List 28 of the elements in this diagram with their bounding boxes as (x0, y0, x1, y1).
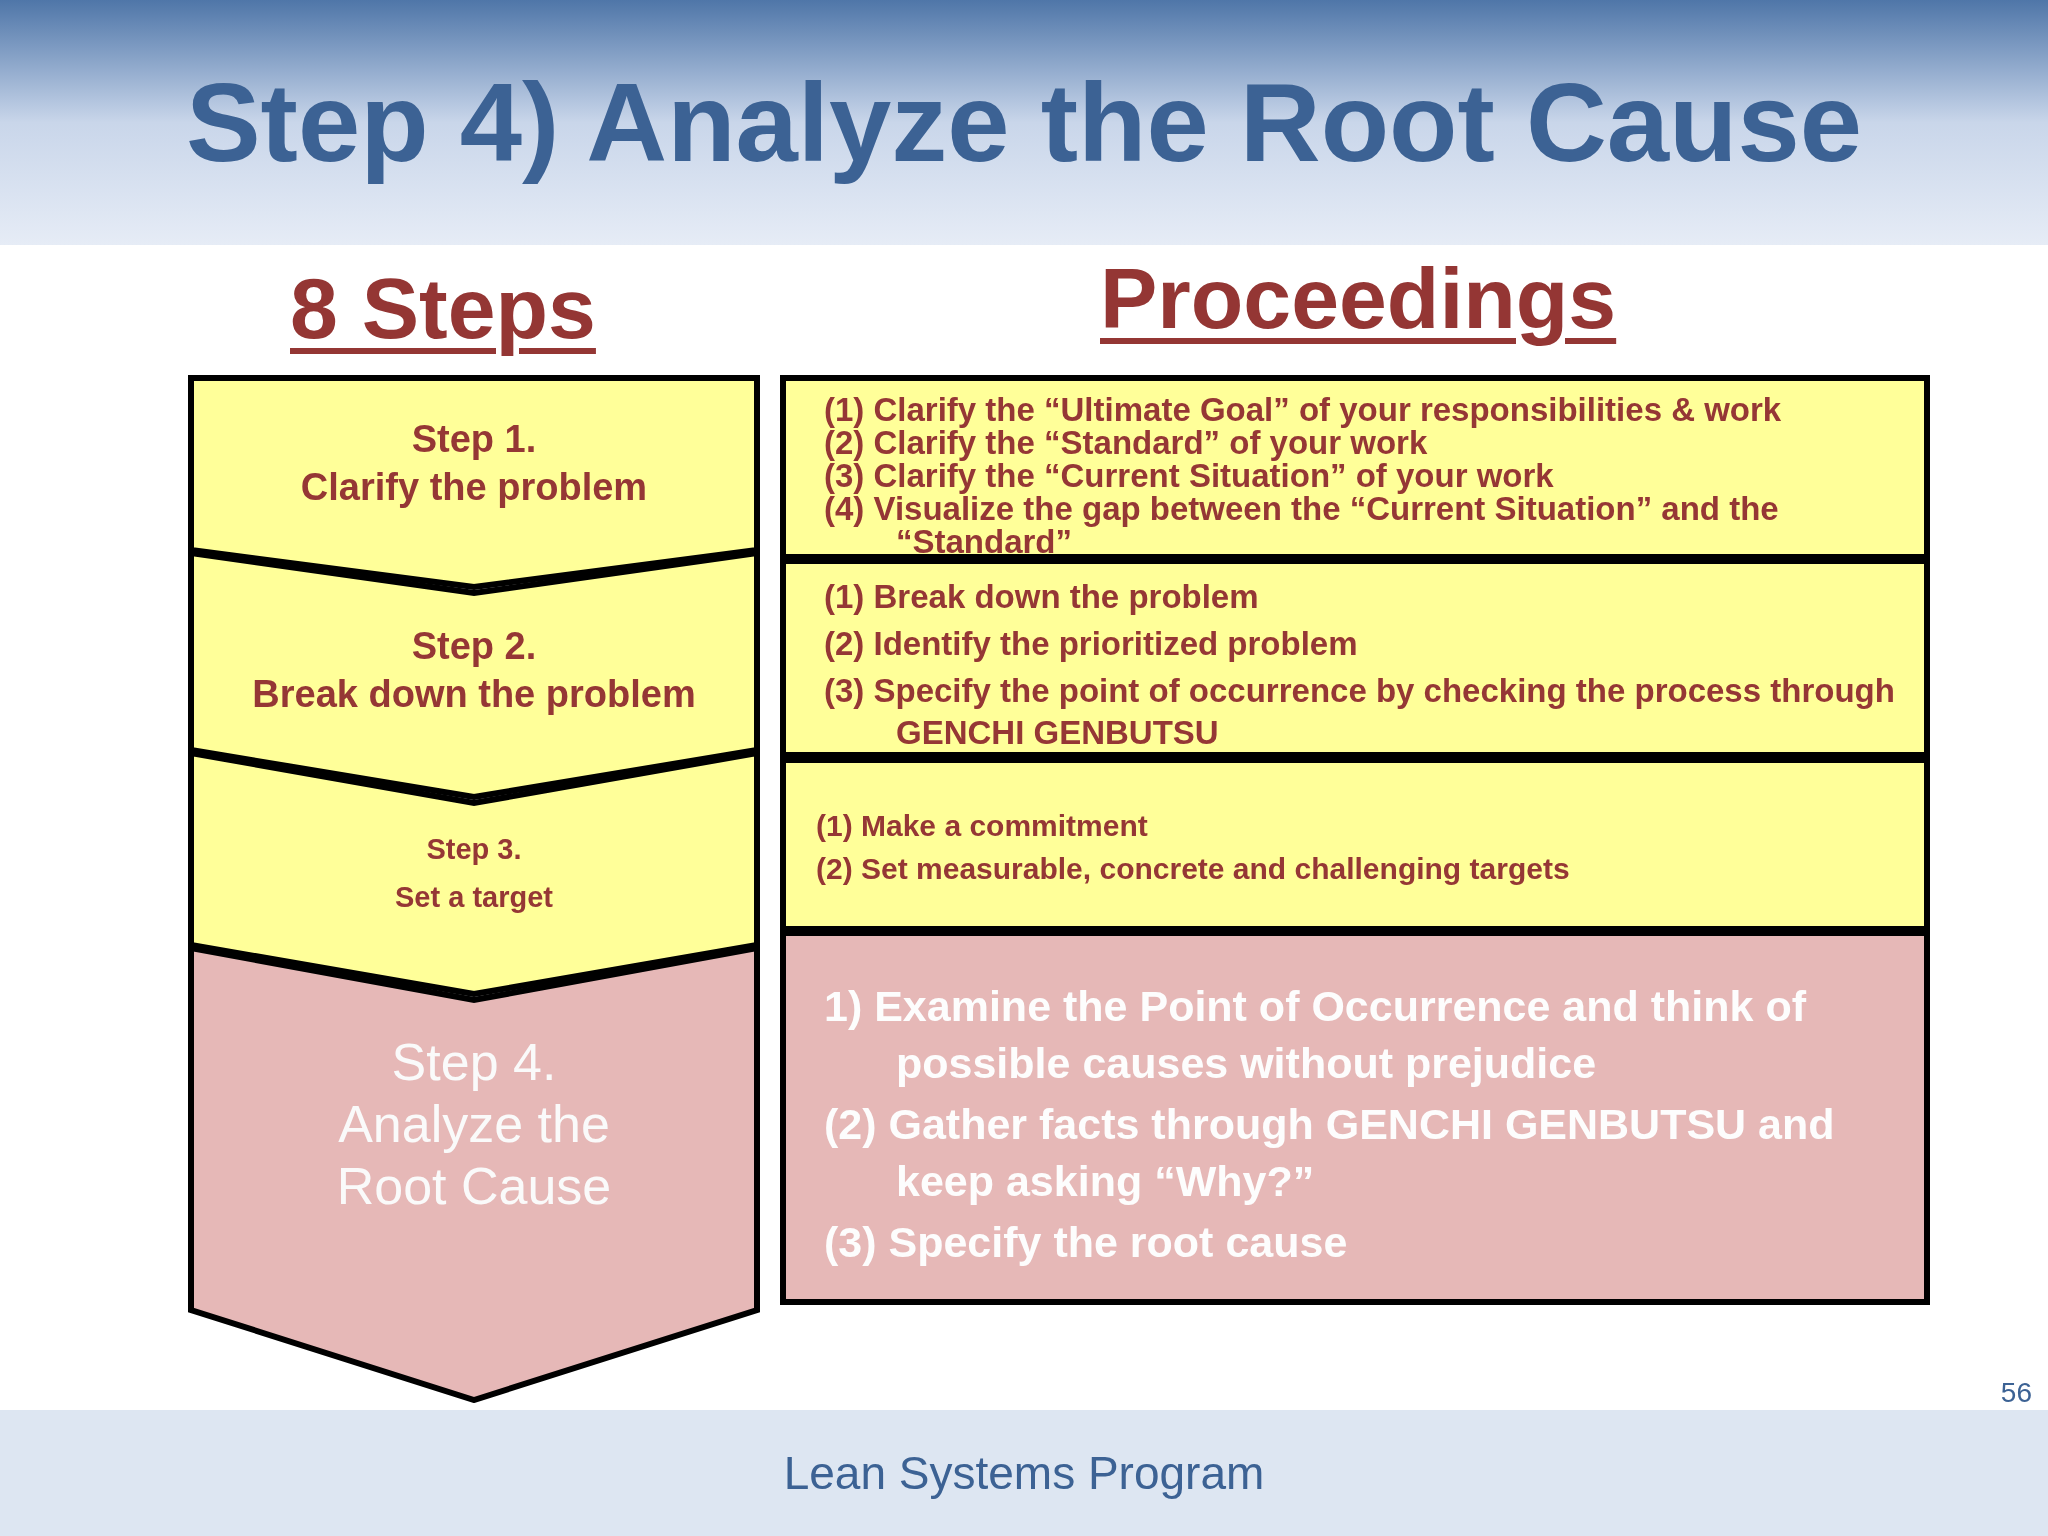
list-item: 1) Examine the Point of Occurrence and think of possible causes without prejudice (824, 981, 1808, 1089)
chevron-step (188, 375, 760, 590)
chevron-step (188, 750, 760, 997)
step-title: Clarify the problem (300, 464, 648, 510)
proceedings-box (780, 375, 1930, 560)
list-item: (1) Clarify the “Ultimate Goal” of your responsibilities & work (824, 393, 1783, 426)
list-item: (2) Identify the prioritized problem (824, 624, 1359, 664)
proceedings-box (780, 930, 1930, 1305)
column-heading: Proceedings (1100, 248, 1617, 348)
step-title: Set a target (395, 879, 553, 915)
step-number: Step 1. (411, 416, 537, 462)
chevron-step (188, 945, 760, 1403)
list-item: (1) Break down the problem (824, 577, 1260, 617)
step-number: Step 3. (426, 831, 522, 867)
list-item: (1) Make a commitment (816, 808, 1149, 844)
list-item: (3) Specify the point of occurrence by checking the process through GENCHI GENBUTSU (824, 671, 1896, 753)
step-number: Step 4. (391, 1031, 557, 1093)
step-title: Analyze the Root Cause (335, 1093, 613, 1217)
slide-title: Step 4) Analyze the Root Cause (185, 58, 1863, 187)
page-number: 56 (2000, 1376, 2032, 1410)
chevron-step (188, 550, 760, 800)
list-item: (3) Specify the root cause (824, 1217, 1349, 1268)
list-item: (2) Set measurable, concrete and challenging targets (816, 851, 1571, 887)
column-heading: 8 Steps (290, 258, 596, 358)
list-item: (2) Gather facts through GENCHI GENBUTSU and keep asking “Why?” (824, 1099, 1836, 1207)
footer-text: Lean Systems Program (783, 1445, 1265, 1501)
step-number: Step 2. (411, 624, 537, 669)
step-title: Break down the problem (252, 672, 696, 717)
